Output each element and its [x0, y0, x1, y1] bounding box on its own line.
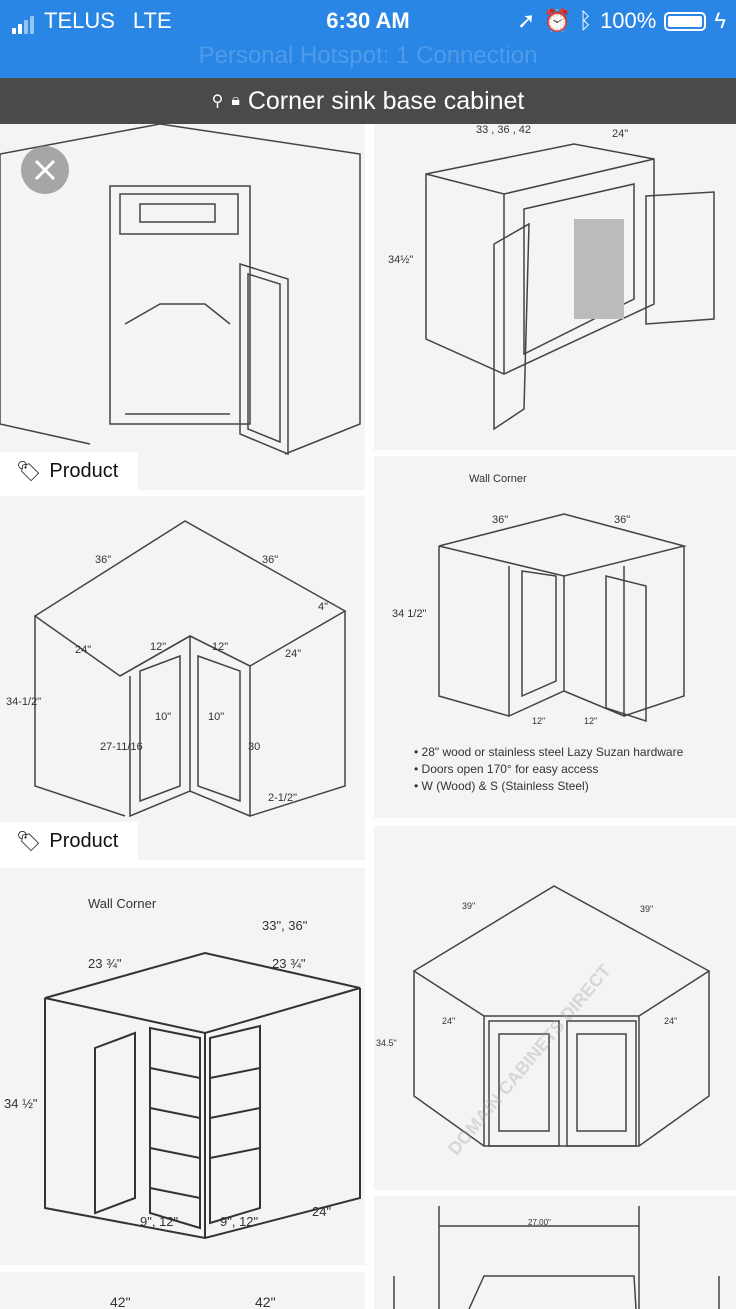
carrier: TELUS LTE	[12, 8, 172, 34]
dimension-label: 27-11/16	[100, 741, 143, 753]
dimension-label: 34.5"	[376, 1038, 397, 1048]
charging-icon: ϟ	[714, 8, 726, 33]
dimension-label: 24"	[442, 1016, 456, 1026]
diagonal-corner-cabinet-drawing	[412, 885, 711, 1147]
dimension-label: 33 , 36 , 42	[476, 124, 532, 136]
dimension-label: 24"	[664, 1016, 678, 1026]
dimension-label: 36"	[492, 514, 509, 526]
dimension-label: 27.00"	[528, 1218, 551, 1227]
page-title: Corner sink base cabinet	[247, 86, 525, 115]
result-image-1[interactable]: 🏷︎ Product	[0, 124, 365, 490]
dimension-label: 23 ¾"	[88, 956, 122, 971]
dimension-label: 12"	[150, 641, 167, 653]
sink-base-cabinet-drawing	[425, 143, 715, 431]
badge-label: Product	[49, 829, 119, 852]
product-badge[interactable]: 🏷︎ Product	[0, 822, 138, 860]
close-icon	[34, 159, 56, 181]
dimension-label: 34½"	[388, 254, 414, 266]
result-image-2[interactable]: 33 , 36 , 42 24" 34½"	[374, 124, 736, 450]
dimension-label: 10"	[155, 711, 172, 723]
dimension-label: 42"	[110, 1294, 131, 1309]
carrier-name: TELUS	[44, 8, 115, 33]
result-image-6[interactable]: 39" 39" 24" 24" 34.5" DOMAIN CABINETS DI…	[374, 826, 736, 1190]
dimension-label: 23 ¾"	[272, 956, 306, 971]
feature-list: • 28" wood or stainless steel Lazy Suzan…	[414, 744, 683, 795]
search-icon: ⚲	[211, 93, 224, 110]
hotspot-banner[interactable]: Personal Hotspot: 1 Connection	[198, 42, 538, 69]
dimension-label: 34 ½"	[4, 1096, 38, 1111]
dimension-label: 24"	[312, 1204, 332, 1219]
dimension-label: 34-1/2"	[6, 696, 42, 708]
lazy-susan-corner-cabinet-drawing	[438, 513, 687, 723]
dimension-label: 9", 12"	[140, 1214, 179, 1229]
dimension-label: 10"	[208, 711, 225, 723]
product-badge[interactable]: 🏷︎ Product	[0, 452, 138, 490]
dimension-label: 12"	[584, 716, 598, 726]
dimension-label: 30	[248, 741, 261, 753]
network-type: LTE	[132, 8, 172, 33]
dimension-label: 4"	[318, 601, 329, 613]
dimension-label: 24"	[75, 644, 92, 656]
dimension-label: Wall Corner	[469, 473, 527, 485]
alarm-icon: ⏰	[543, 8, 571, 33]
cabinet-front-drawing	[393, 1206, 720, 1309]
dimension-label: 36"	[95, 554, 112, 566]
result-image-8[interactable]: 27.00"	[374, 1196, 736, 1309]
feature-item: • W (Wood) & S (Stainless Steel)	[414, 779, 589, 793]
dimension-label: 42"	[255, 1294, 276, 1309]
dimension-label: 24"	[612, 128, 629, 140]
dimension-label: 2-1/2"	[268, 792, 297, 804]
dimension-label: 39"	[640, 904, 654, 914]
result-image-5[interactable]: Wall Corner 33", 36" 23 ¾" 23 ¾" 34 ½" 9…	[0, 868, 365, 1265]
result-image-3[interactable]: 36" 36" 24" 24" 12" 12" 4" 10" 10" 34-1/…	[0, 496, 365, 860]
feature-item: • 28" wood or stainless steel Lazy Suzan…	[414, 745, 684, 759]
dimension-label: 9", 12"	[220, 1214, 259, 1229]
dimension-label: 34 1/2"	[392, 608, 427, 620]
tag-icon: 🏷︎	[16, 830, 42, 853]
lazy-susan-cabinet-drawing	[33, 520, 347, 818]
clock: 6:30 AM	[326, 8, 410, 33]
dimension-label: 39"	[462, 901, 476, 911]
dimension-label: 24"	[285, 648, 302, 660]
badge-label: Product	[49, 459, 119, 482]
dimension-label: 12"	[212, 641, 229, 653]
status-bar: TELUS LTE 6:30 AM ➚ ⏰ ᛒ 100% ϟ Personal …	[0, 0, 736, 78]
dimension-label: 36"	[262, 554, 279, 566]
dimension-label: 12"	[532, 716, 546, 726]
feature-item: • Doors open 170° for easy access	[414, 762, 599, 776]
result-image-4[interactable]: Wall Corner 36" 36" 34 1/2" 12" 12"	[374, 456, 736, 818]
signal-icon	[12, 16, 34, 34]
bluetooth-icon: ᛒ	[578, 8, 593, 33]
lock-icon: 🔒︎	[231, 92, 240, 109]
battery-icon	[664, 11, 707, 31]
close-button[interactable]	[21, 146, 69, 194]
tag-icon: 🏷︎	[16, 460, 42, 483]
dimension-label: 36"	[614, 514, 631, 526]
battery-percent: 100%	[600, 8, 657, 33]
dimension-label: 33", 36"	[262, 918, 308, 933]
corner-cabinet-shelves-drawing	[44, 951, 361, 1240]
corner-sink-cabinet-drawing	[0, 124, 361, 456]
location-icon: ➚	[517, 8, 536, 33]
dimension-label: Wall Corner	[88, 896, 157, 911]
result-image-7[interactable]: 42" 42"	[0, 1272, 365, 1309]
url-bar[interactable]: ⚲ 🔒︎ Corner sink base cabinet	[0, 78, 736, 124]
